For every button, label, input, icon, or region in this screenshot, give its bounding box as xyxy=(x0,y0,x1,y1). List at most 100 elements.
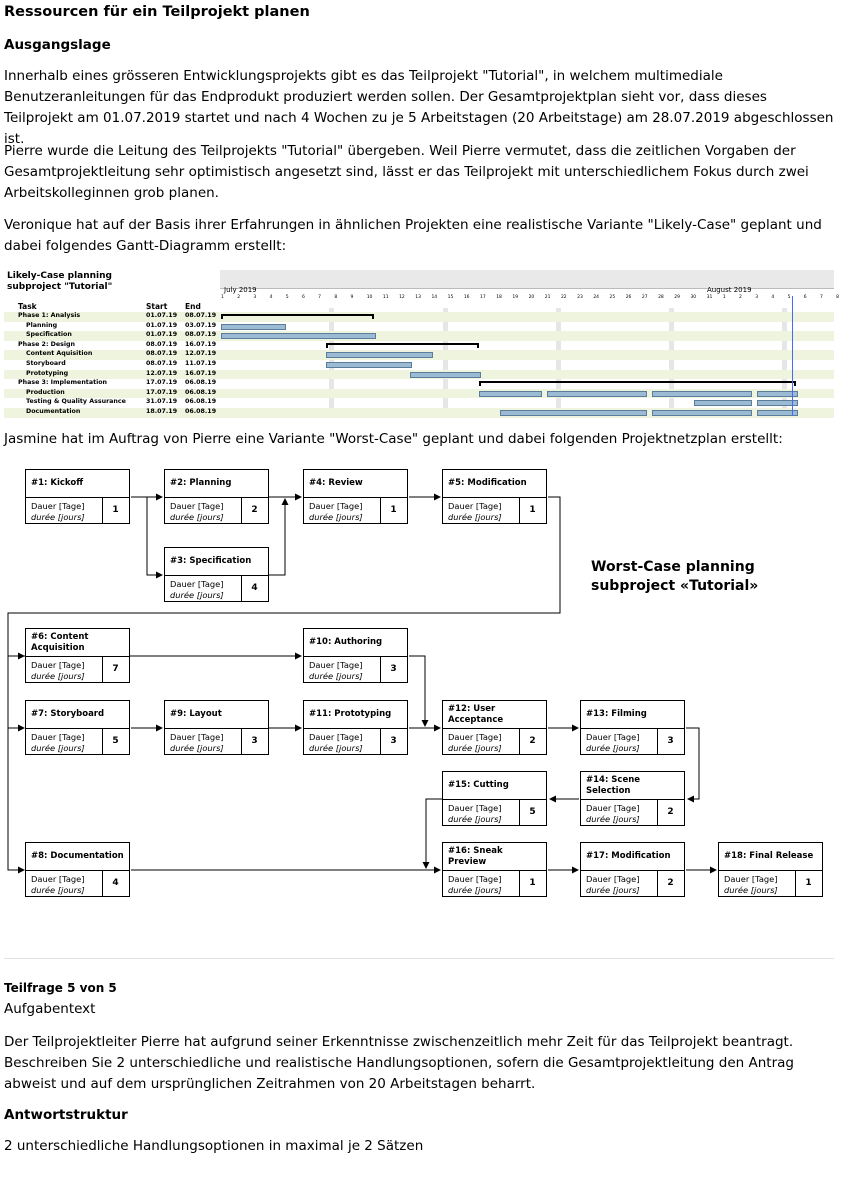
gantt-day-tick: 21 xyxy=(544,295,551,300)
duration-value: 3 xyxy=(667,736,674,746)
duration-value: 7 xyxy=(112,664,119,674)
node-divider xyxy=(380,728,381,754)
dauer-label: Dauer [Tage] xyxy=(448,803,502,813)
gantt-start: 17.07.19 xyxy=(146,379,178,387)
gantt-task-bar xyxy=(326,352,433,359)
node-divider xyxy=(241,728,242,754)
gantt-start: 31.07.19 xyxy=(146,398,178,406)
gantt-month-august: August 2019 xyxy=(707,286,752,294)
gantt-task-bar xyxy=(756,410,799,416)
gantt-task-bar xyxy=(756,400,799,407)
gantt-day-tick: 17 xyxy=(480,295,486,300)
dauer-label: Dauer [Tage] xyxy=(170,732,224,742)
paragraph-context: Innerhalb eines grösseren Entwicklungspr… xyxy=(4,68,834,147)
gantt-task: Content Aquisition xyxy=(26,350,93,358)
page-title: Ressourcen für ein Teilprojekt planen xyxy=(4,4,310,20)
activity-name: #18: Final Release xyxy=(724,851,814,861)
duration-label: Dauer [Tage]durée [jours] xyxy=(448,874,502,896)
dauer-label: Dauer [Tage] xyxy=(586,874,640,884)
duration-label: Dauer [Tage]durée [jours] xyxy=(586,874,640,896)
node-divider xyxy=(657,799,658,825)
gantt-start: 01.07.19 xyxy=(146,331,178,339)
edge-5-branch xyxy=(7,496,561,874)
duration-value: 3 xyxy=(251,736,258,746)
node-divider xyxy=(657,728,658,754)
duration-label: Dauer [Tage]durée [jours] xyxy=(31,732,85,754)
gantt-day-tick: 23 xyxy=(577,295,583,300)
node-divider xyxy=(795,870,796,896)
activity-name: #9: Layout xyxy=(170,709,222,719)
gantt-task: Testing & Quality Assurance xyxy=(26,398,126,406)
gantt-col-task: Task xyxy=(18,302,37,311)
node-divider xyxy=(102,870,103,896)
duration-value: 1 xyxy=(805,878,812,888)
gantt-day-tick: 11 xyxy=(382,295,389,300)
dauer-label: Dauer [Tage] xyxy=(448,732,502,742)
duration-value: 5 xyxy=(112,736,119,746)
dauer-label: Dauer [Tage] xyxy=(309,501,363,511)
duree-label: durée [jours] xyxy=(448,512,502,522)
activity-name: #7: Storyboard xyxy=(31,709,105,719)
gantt-weekend-band xyxy=(782,308,788,416)
gantt-summary-bar xyxy=(326,342,480,348)
gantt-day-tick: 5 xyxy=(787,295,791,300)
duree-label: durée [jours] xyxy=(309,512,363,522)
duree-label: durée [jours] xyxy=(448,814,502,824)
duration-label: Dauer [Tage]durée [jours] xyxy=(170,501,224,523)
node-divider xyxy=(581,728,684,729)
gantt-task-bar xyxy=(221,323,286,330)
gantt-today-line xyxy=(792,296,793,416)
edge-1-3 xyxy=(146,497,163,579)
gantt-task-bar xyxy=(326,362,412,368)
activity-name: #5: Modification xyxy=(448,478,527,488)
gantt-task: Specification xyxy=(26,331,72,339)
duree-label: durée [jours] xyxy=(170,743,224,753)
gantt-task: Planning xyxy=(26,321,58,329)
paragraph-task: Der Teilprojektleiter Pierre hat aufgrun… xyxy=(4,1034,794,1092)
node-divider xyxy=(304,728,407,729)
node-divider xyxy=(519,728,520,754)
gantt-day-tick: 3 xyxy=(755,295,759,300)
activity-name: #17: Modification xyxy=(586,851,671,861)
gantt-timeline-header xyxy=(220,270,834,289)
gantt-end: 08.07.19 xyxy=(185,331,217,339)
antwortstruktur-heading: Antwortstruktur xyxy=(4,1107,128,1123)
node-divider xyxy=(581,870,684,871)
gantt-end: 06.08.19 xyxy=(185,408,217,415)
node-divider xyxy=(241,575,242,601)
gantt-title: Likely-Case planning subproject "Tutoria… xyxy=(7,271,112,293)
node-divider xyxy=(26,870,129,871)
gantt-summary-bar xyxy=(221,314,375,319)
gantt-title-line1: Likely-Case planning xyxy=(7,271,112,281)
paragraph-pierre: Pierre wurde die Leitung des Teilprojekt… xyxy=(4,143,809,201)
duration-value: 4 xyxy=(251,583,258,593)
aufgabentext-label: Aufgabentext xyxy=(4,1001,96,1017)
node-divider xyxy=(519,870,520,896)
gantt-start: 08.07.19 xyxy=(146,350,178,358)
gantt-task-bar xyxy=(546,390,648,397)
duree-label: durée [jours] xyxy=(31,743,85,753)
activity-name: #2: Planning xyxy=(170,478,232,488)
gantt-day-tick: 3 xyxy=(253,295,257,300)
duree-label: durée [jours] xyxy=(586,814,640,824)
teilfrage-label: Teilfrage 5 von 5 xyxy=(4,981,117,995)
gantt-day-tick: 16 xyxy=(463,295,470,300)
gantt-day-tick: 4 xyxy=(771,295,775,300)
edge-3-4 xyxy=(269,498,289,576)
gantt-day-tick: 22 xyxy=(560,295,567,300)
edge-10-12 xyxy=(409,655,429,727)
dauer-label: Dauer [Tage] xyxy=(586,803,640,813)
node-divider xyxy=(380,656,381,682)
duree-label: durée [jours] xyxy=(586,743,640,753)
gantt-day-tick: 6 xyxy=(803,295,807,300)
gantt-day-tick: 10 xyxy=(366,295,373,300)
gantt-day-tick: 13 xyxy=(415,295,421,300)
